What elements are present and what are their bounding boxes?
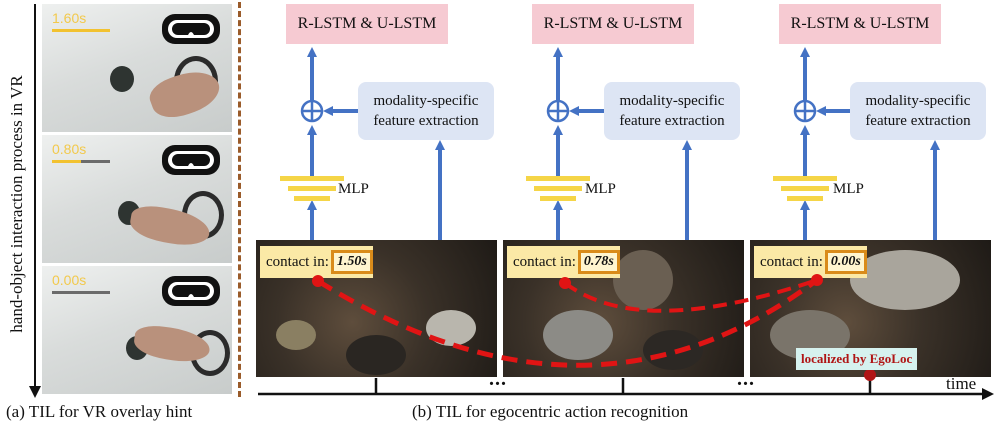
ellipsis-2: ... [737, 368, 755, 390]
panel-separator [238, 2, 241, 397]
contact-label: contact in: [513, 253, 576, 270]
feature-box-3: modality-specific feature extraction [850, 82, 986, 140]
feature-box-1: modality-specific feature extraction [358, 82, 494, 140]
trajectory-curve [316, 277, 819, 368]
mlp-label-1: MLP [338, 181, 369, 197]
egocentric-frame-1: contact in:1.50s [256, 240, 497, 377]
feature-label-line1: modality-specific [865, 93, 971, 109]
contact-tag-2: contact in:0.78s [507, 246, 620, 278]
ellipsis-1: ... [489, 368, 507, 390]
vr-goggles-icon [162, 145, 220, 175]
vr-frame-time: 1.60s [52, 10, 87, 26]
output-box-1: R-LSTM & U-LSTM [286, 4, 448, 44]
vr-progress-fill [52, 160, 81, 163]
trajectory-curve-upper [563, 278, 818, 313]
mlp-stack-icon [526, 176, 590, 201]
contact-value: 1.50s [330, 250, 373, 274]
feature-label-line2: feature extraction [373, 113, 479, 129]
mlp-stack-icon [280, 176, 344, 201]
vr-goggles-icon [162, 14, 220, 44]
output-box-3: R-LSTM & U-LSTM [779, 4, 941, 44]
contact-label: contact in: [760, 253, 823, 270]
vr-frame-time: 0.00s [52, 272, 87, 288]
time-axis-label: time [946, 374, 977, 393]
mlp-stack-icon [773, 176, 837, 201]
column-2-arrows [553, 47, 692, 240]
feature-label-line2: feature extraction [619, 113, 725, 129]
contact-value: 0.78s [577, 250, 620, 274]
fridge-shelf [543, 310, 613, 360]
vr-progress-fill [52, 29, 110, 32]
egoloc-label: localized by EgoLoc [796, 348, 918, 370]
vr-axis-line [34, 4, 36, 388]
time-axis-arrowhead [982, 388, 994, 400]
contact-tag-1: contact in:1.50s [260, 246, 373, 278]
vr-frame-2: 0.80s [42, 135, 232, 263]
column-1-arrows [307, 47, 445, 240]
caption-a: (a) TIL for VR overlay hint [6, 402, 193, 421]
feature-label-line2: feature extraction [865, 113, 971, 129]
contact-value: 0.00s [824, 250, 867, 274]
vr-progress-bar [52, 291, 110, 294]
vr-goggles-icon [162, 276, 220, 306]
ball-object [110, 66, 134, 92]
plus-node-icon [793, 99, 817, 123]
contact-tag-3: contact in:0.00s [754, 246, 867, 278]
mlp-label-3: MLP [833, 181, 864, 197]
plus-node-icon [300, 99, 324, 123]
contact-point-3 [811, 274, 823, 286]
person [643, 330, 703, 370]
column-3-arrows [800, 47, 940, 240]
feature-box-2: modality-specific feature extraction [604, 82, 740, 140]
cabinet [850, 250, 960, 310]
mlp-label-2: MLP [585, 181, 616, 197]
vr-progress-bar [52, 29, 110, 32]
vr-frame-3: 0.00s [42, 266, 232, 394]
vr-frame-1: 1.60s [42, 4, 232, 132]
feature-label-line1: modality-specific [619, 93, 725, 109]
output-box-2: R-LSTM & U-LSTM [532, 4, 694, 44]
contact-point-2 [559, 277, 571, 289]
contact-point-1 [312, 275, 324, 287]
plus-node-icon [546, 99, 570, 123]
feature-label-line1: modality-specific [373, 93, 479, 109]
pan [276, 320, 316, 350]
vr-frame-time: 0.80s [52, 141, 87, 157]
person [346, 335, 406, 375]
egoloc-marker [864, 369, 876, 381]
vr-axis-arrowhead [29, 386, 41, 398]
contact-label: contact in: [266, 253, 329, 270]
caption-b: (b) TIL for egocentric action recognitio… [412, 402, 689, 421]
appliance [613, 250, 673, 310]
vr-progress-bar [52, 160, 110, 163]
